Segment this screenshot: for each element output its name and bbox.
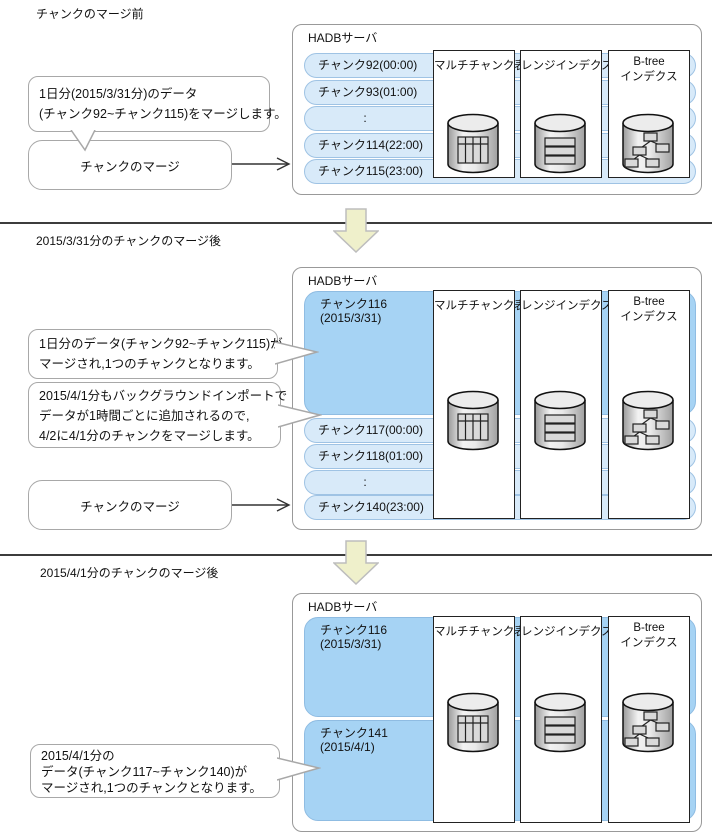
panel-label: インデクス xyxy=(620,637,678,649)
down-flow-arrow-icon xyxy=(333,540,379,585)
hadb-server-box-2: HADBサーバ チャンク116 (2015/3/31) チャンク117(00:0… xyxy=(292,267,702,530)
section3-title: 2015/4/1分のチャンクのマージ後 xyxy=(40,566,219,580)
range-index-cylinder-icon xyxy=(534,692,586,753)
callout-text: 1日分(2015/3/31分)のデータ xyxy=(39,87,198,101)
range-index-panel: レンジインデクス xyxy=(520,616,613,823)
server-label: HADBサーバ xyxy=(308,274,378,288)
callout-text: データ(チャンク117~チャンク140)が xyxy=(41,765,248,779)
panel-label: マルチチャンク表 xyxy=(434,300,526,312)
chunk-merge-command-box: チャンクのマージ xyxy=(28,140,232,190)
bubble-tail-down xyxy=(70,130,96,152)
panel-label: B-tree xyxy=(633,56,665,68)
merge-flow-arrow-icon xyxy=(230,498,291,512)
callout-text: 1日分のデータ(チャンク92~チャンク115)が xyxy=(39,337,283,351)
btree-index-cylinder-icon xyxy=(622,390,674,451)
section2-next-day-callout-bubble: 2015/4/1分もバックグラウンドインポートで データが1時間ごとに追加される… xyxy=(28,382,288,448)
down-flow-arrow-icon xyxy=(333,208,379,253)
callout-text: 2015/4/1分もバックグラウンドインポートで xyxy=(39,389,288,403)
panel-label: マルチチャンク表 xyxy=(434,60,526,72)
bubble-tail-right xyxy=(275,341,319,365)
panel-label: B-tree xyxy=(633,622,665,634)
multi-chunk-table-panel: マルチチャンク表 xyxy=(433,50,526,178)
btree-index-cylinder-icon xyxy=(622,113,674,174)
multi-chunk-table-cylinder-icon xyxy=(447,390,499,451)
panel-label: レンジインデクス xyxy=(521,626,613,638)
range-index-panel: レンジインデクス xyxy=(520,50,613,178)
chunk-merge-command-box: チャンクのマージ xyxy=(28,480,232,530)
multi-chunk-table-cylinder-icon xyxy=(447,692,499,753)
multi-chunk-table-panel: マルチチャンク表 xyxy=(433,290,526,519)
section1-callout-bubble: 1日分(2015/3/31分)のデータ (チャンク92~チャンク115)をマージ… xyxy=(28,76,287,132)
panel-label: レンジインデクス xyxy=(521,300,613,312)
multi-chunk-table-cylinder-icon xyxy=(447,113,499,174)
bubble-tail-right xyxy=(278,404,322,428)
chunk-merge-label: チャンクのマージ xyxy=(80,159,180,174)
btree-index-panel: B-tree インデクス xyxy=(608,616,690,823)
section2-merged-callout-bubble: 1日分のデータ(チャンク92~チャンク115)が マージされ,1つのチャンクとな… xyxy=(28,329,283,379)
range-index-cylinder-icon xyxy=(534,390,586,451)
section1-title: チャンクのマージ前 xyxy=(36,7,144,21)
section3-merged-callout-bubble: 2015/4/1分の データ(チャンク117~チャンク140)が マージされ,1… xyxy=(30,744,280,798)
merge-flow-arrow-icon xyxy=(230,157,291,171)
range-index-panel: レンジインデクス xyxy=(520,290,613,519)
section2-title: 2015/3/31分のチャンクのマージ後 xyxy=(36,234,222,248)
range-index-cylinder-icon xyxy=(534,113,586,174)
panel-label: マルチチャンク表 xyxy=(434,626,526,638)
callout-text: (チャンク92~チャンク115)をマージします。 xyxy=(39,107,287,121)
callout-text: 2015/4/1分の xyxy=(41,749,115,763)
btree-index-cylinder-icon xyxy=(622,692,674,753)
btree-index-panel: B-tree インデクス xyxy=(608,290,690,519)
server-label: HADBサーバ xyxy=(308,31,378,45)
callout-text: データが1時間ごとに追加されるので, xyxy=(39,409,250,423)
server-label: HADBサーバ xyxy=(308,600,378,614)
panel-label: レンジインデクス xyxy=(521,60,613,72)
panel-label: インデクス xyxy=(620,311,678,323)
hadb-server-box-3: HADBサーバ チャンク116 (2015/3/31) チャンク141 (201… xyxy=(292,593,702,832)
chunk-merge-label: チャンクのマージ xyxy=(80,499,180,514)
multi-chunk-table-panel: マルチチャンク表 xyxy=(433,616,526,823)
bubble-tail-right xyxy=(277,757,321,781)
panel-label: B-tree xyxy=(633,296,665,308)
callout-text: マージされ,1つのチャンクとなります。 xyxy=(39,357,260,371)
hadb-server-box-1: HADBサーバ チャンク92(00:00) チャンク93(01:00) : チャ… xyxy=(292,24,702,195)
btree-index-panel: B-tree インデクス xyxy=(608,50,690,178)
callout-text: 4/2に4/1分のチャンクをマージします。 xyxy=(39,429,260,443)
panel-label: インデクス xyxy=(620,71,678,83)
callout-text: マージされ,1つのチャンクとなります。 xyxy=(41,781,262,795)
